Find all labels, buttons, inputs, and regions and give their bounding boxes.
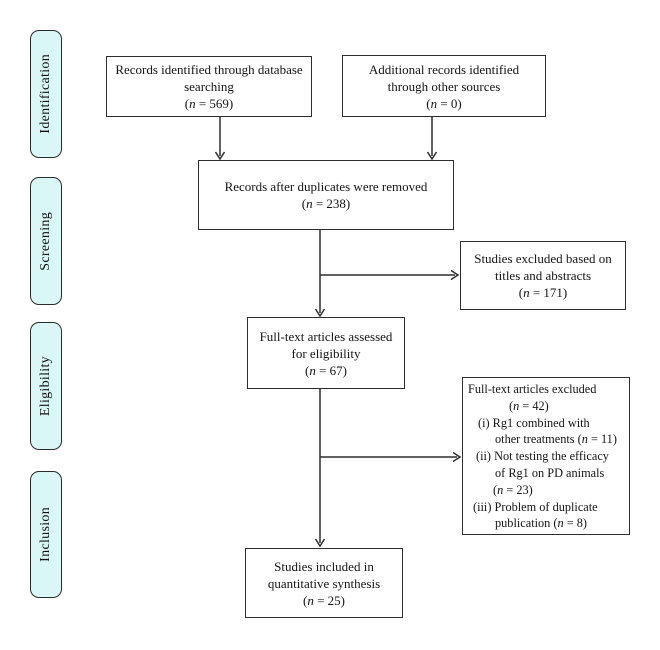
box-list-item: (ii) Not testing the efficacy [476, 449, 609, 464]
arrowhead-fulltext-excluded [452, 451, 462, 463]
arrowhead-fulltext-to-included [314, 538, 326, 548]
stage-label-text: Identification [38, 54, 53, 134]
box-records-after-duplicates: Records after duplicates were removed (n… [198, 160, 454, 230]
box-text-line: Studies excluded based on [474, 251, 612, 266]
box-text-line: searching [184, 79, 234, 94]
box-count-line: (n = 42) [509, 398, 549, 413]
box-count-line: (n = 238) [301, 196, 351, 211]
box-list-item: (iii) Problem of duplicate [473, 499, 598, 514]
box-text-line: quantitative synthesis [267, 575, 381, 591]
box-count-line: (n = 171) [518, 285, 568, 300]
box-count-line: (n = 23) [493, 482, 533, 497]
arrowhead-duplicates-to-fulltext [314, 308, 326, 318]
box-list-item-cont: publication (n = 8) [495, 516, 587, 531]
box-fulltext-assessed: Full-text articles assessed for eligibil… [247, 317, 405, 389]
box-text-line: through other sources [387, 78, 501, 94]
box-list-item-cont: of Rg1 on PD animals [495, 465, 605, 480]
box-count-line: (n = 0) [426, 95, 462, 111]
box-studies-included: Studies included in quantitative synthes… [245, 548, 403, 618]
box-text-line: titles and abstracts [494, 268, 592, 283]
box-text-line: for eligibility [291, 345, 361, 361]
box-text-line: Full-text articles assessed [259, 328, 393, 344]
stage-label-identification: Identification [30, 30, 62, 158]
box-text-line: Records identified through database [115, 62, 303, 77]
box-count-line: (n = 569) [184, 96, 234, 111]
box-studies-excluded-titles: Studies excluded based on titles and abs… [460, 241, 626, 310]
box-text-line: Studies included in [274, 558, 374, 574]
stage-label-eligibility: Eligibility [30, 322, 62, 450]
stage-label-screening: Screening [30, 177, 62, 305]
box-text-line: Records after duplicates were removed [224, 179, 428, 194]
stage-label-text: Screening [38, 211, 53, 271]
stage-label-text: Eligibility [38, 355, 53, 417]
arrowhead-excluded-titles [450, 269, 460, 281]
arrowhead-db-to-duplicates [214, 151, 226, 161]
box-records-identified-database: Records identified through database sear… [106, 56, 312, 117]
box-text-line: Additional records identified [368, 61, 520, 77]
box-list-item: (i) Rg1 combined with [478, 415, 590, 430]
stage-label-text: Inclusion [38, 507, 53, 562]
box-count-line: (n = 25) [302, 592, 345, 608]
box-additional-records: Additional records identified through ot… [342, 55, 546, 117]
stage-label-inclusion: Inclusion [30, 471, 62, 598]
arrowhead-sources-to-duplicates [426, 151, 438, 161]
box-count-line: (n = 67) [304, 362, 347, 378]
box-text-line: Full-text articles excluded [468, 382, 597, 396]
box-fulltext-excluded: Full-text articles excluded (n = 42) (i)… [462, 377, 630, 535]
box-list-item-cont: other treatments (n = 11) [495, 432, 617, 447]
